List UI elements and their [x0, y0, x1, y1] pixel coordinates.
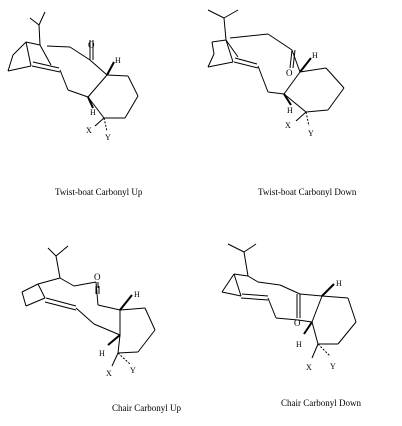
carbonyl-oxygen-label: O [94, 272, 101, 282]
substituent-y-label: Y [130, 366, 136, 375]
structure-chair-carbonyl-up [21, 245, 156, 367]
substituent-y-label: Y [308, 129, 314, 138]
h-atom-label: H [134, 290, 140, 299]
substituent-y-label: Y [330, 362, 336, 371]
h-atom-label: H [296, 340, 302, 349]
carbonyl-oxygen-label: O [286, 68, 293, 78]
substituent-x-label: X [86, 126, 92, 135]
caption-chair-carbonyl-down: Chair Carbonyl Down [281, 398, 361, 408]
h-atom-label: H [99, 349, 105, 358]
substituent-x-label: X [106, 369, 112, 378]
structure-chair-carbonyl-down [221, 243, 357, 359]
caption-twist-boat-carbonyl-down: Twist-boat Carbonyl Down [258, 187, 357, 197]
structure-twist-boat-carbonyl-down [207, 9, 345, 127]
h-atom-label: H [115, 56, 121, 65]
substituent-x-label: X [306, 363, 312, 372]
h-atom-label: H [312, 51, 318, 60]
structure-twist-boat-carbonyl-up [7, 11, 139, 132]
caption-chair-carbonyl-up: Chair Carbonyl Up [112, 403, 181, 413]
h-atom-label: H [90, 108, 96, 117]
h-atom-label: H [336, 279, 342, 288]
carbonyl-oxygen-label: O [294, 318, 301, 328]
substituent-y-label: Y [105, 133, 111, 142]
caption-twist-boat-carbonyl-up: Twist-boat Carbonyl Up [55, 187, 143, 197]
h-atom-label: H [287, 106, 293, 115]
substituent-x-label: X [285, 121, 291, 130]
carbonyl-oxygen-label: O [88, 40, 95, 50]
